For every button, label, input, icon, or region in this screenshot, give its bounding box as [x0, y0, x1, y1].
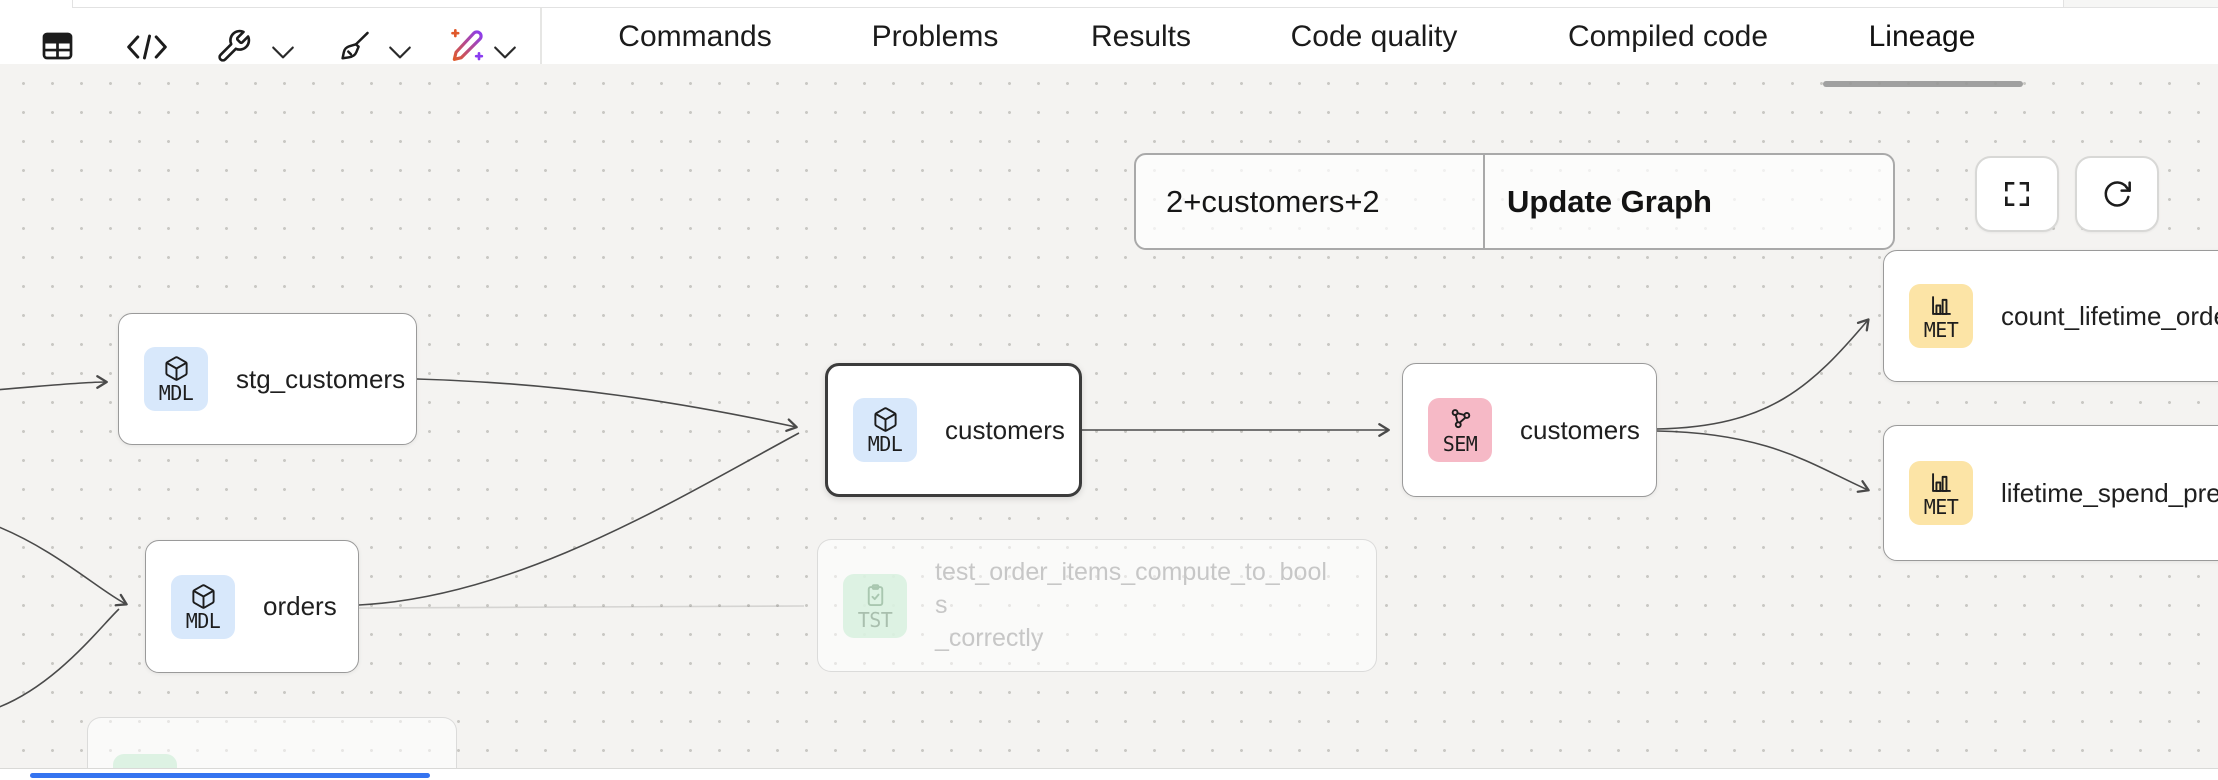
edge-orders-to-test: [358, 605, 805, 609]
metric-badge: MET: [1909, 461, 1973, 525]
tab-problems[interactable]: Problems: [871, 20, 999, 53]
metric-badge: MET: [1909, 284, 1973, 348]
badge-label: MDL: [867, 432, 903, 456]
node-label: count_lifetime_order: [2001, 300, 2218, 331]
code-icon: [127, 34, 167, 60]
chevron-down-icon: [494, 46, 516, 59]
edge-into-orders-lower: [0, 608, 120, 708]
badge-label: TST: [857, 607, 893, 632]
bar-chart-icon: [1931, 296, 1951, 315]
selector-divider: [1483, 155, 1485, 248]
node-label: lifetime_spend_preta: [2001, 477, 2218, 508]
format-button[interactable]: [333, 27, 375, 65]
build-tools-button[interactable]: [213, 27, 253, 65]
bottom-pane-border: [0, 768, 2218, 780]
node-test-order-items[interactable]: TST test_order_items_compute_to_bools _co…: [817, 539, 1377, 672]
node-lifetime-spend-pretax[interactable]: MET lifetime_spend_preta: [1883, 425, 2218, 561]
edge-into-orders-upper: [0, 526, 128, 607]
edge-stg-customers-to-customers: [416, 378, 798, 432]
node-label: orders: [263, 591, 337, 621]
top-border-mid-segment: [73, 0, 2063, 8]
cube-icon: [873, 407, 897, 432]
cube-icon: [164, 356, 188, 381]
bottom-scrollbar-thumb[interactable]: [30, 773, 430, 778]
badge-label: SEM: [1442, 432, 1478, 456]
top-border-left-segment: [0, 0, 73, 8]
node-stg-customers[interactable]: MDL stg_customers: [118, 313, 417, 445]
node-count-lifetime-orders[interactable]: MET count_lifetime_order: [1883, 250, 2218, 382]
clipboard-check-icon: [867, 583, 883, 606]
table-view-button[interactable]: [37, 27, 77, 65]
bar-chart-icon: [1931, 473, 1951, 492]
test-badge: TST: [843, 573, 907, 638]
badge-label: MET: [1923, 318, 1959, 342]
edge-orders-to-customers: [358, 432, 800, 606]
lineage-selector-bar: Update Graph: [1134, 153, 1895, 250]
top-pane-border: [0, 0, 2218, 8]
tab-lineage[interactable]: Lineage: [1868, 20, 1976, 53]
refresh-button[interactable]: [2075, 156, 2159, 232]
node-label: customers: [945, 414, 1065, 445]
refresh-icon: [2104, 181, 2131, 207]
node-customers-model[interactable]: MDL customers: [825, 363, 1082, 497]
lineage-edges: [0, 318, 1870, 708]
edge-semantic-to-count-metric: [1656, 318, 1870, 430]
chevron-down-icon: [389, 46, 411, 59]
format-dropdown[interactable]: [385, 42, 415, 64]
test-badge: [113, 754, 177, 768]
code-view-button[interactable]: [124, 32, 170, 62]
model-badge: MDL: [171, 574, 235, 639]
editor-header: Commands Problems Results Code quality C…: [0, 8, 2218, 65]
chevron-down-icon: [272, 46, 294, 59]
cube-icon: [191, 583, 215, 609]
table-icon: [42, 32, 72, 60]
build-tools-dropdown[interactable]: [268, 42, 298, 64]
broom-icon: [341, 31, 369, 59]
badge-label: MDL: [158, 381, 194, 405]
node-label-line1: test_order_items_compute_to_bools: [935, 558, 1327, 619]
badge-label: MDL: [185, 608, 221, 633]
lineage-canvas[interactable]: MDL stg_customers MDL orders MDL custome…: [0, 64, 2218, 768]
tab-compiled-code[interactable]: Compiled code: [1567, 20, 1769, 53]
edge-semantic-to-spend-metric: [1656, 430, 1870, 493]
node-orders[interactable]: MDL orders: [145, 540, 359, 673]
tab-commands[interactable]: Commands: [618, 20, 772, 53]
node-customers-semantic[interactable]: SEM customers: [1402, 363, 1657, 497]
fit-view-button[interactable]: [1975, 156, 2059, 232]
node-label: customers: [1520, 414, 1640, 445]
lineage-selector-input[interactable]: [1136, 155, 1483, 248]
ai-assist-dropdown[interactable]: [490, 42, 520, 64]
badge-label: MET: [1923, 495, 1959, 519]
update-graph-button[interactable]: Update Graph: [1485, 155, 1893, 248]
tab-code-quality[interactable]: Code quality: [1290, 20, 1458, 53]
model-badge: MDL: [144, 347, 208, 411]
ai-assist-button[interactable]: [446, 26, 488, 66]
tab-scrollbar-thumb[interactable]: [1823, 81, 2023, 87]
edge-into-stg-customers: [0, 375, 108, 391]
fullscreen-icon: [2005, 182, 2029, 206]
node-label: test_order_items_compute_to_bools _correc…: [935, 556, 1335, 655]
node-label-line2: _correctly: [935, 624, 1044, 652]
node-test-partial[interactable]: [87, 717, 457, 768]
model-badge: MDL: [853, 398, 917, 462]
toolbar-tabs-divider: [540, 8, 542, 64]
tab-results[interactable]: Results: [1090, 20, 1192, 53]
network-icon: [1451, 409, 1470, 429]
magic-pencil-icon: [451, 29, 484, 61]
semantic-model-badge: SEM: [1428, 398, 1492, 462]
wrench-icon: [217, 29, 250, 62]
top-border-right-segment: [2063, 0, 2218, 8]
node-label: stg_customers: [236, 363, 406, 394]
